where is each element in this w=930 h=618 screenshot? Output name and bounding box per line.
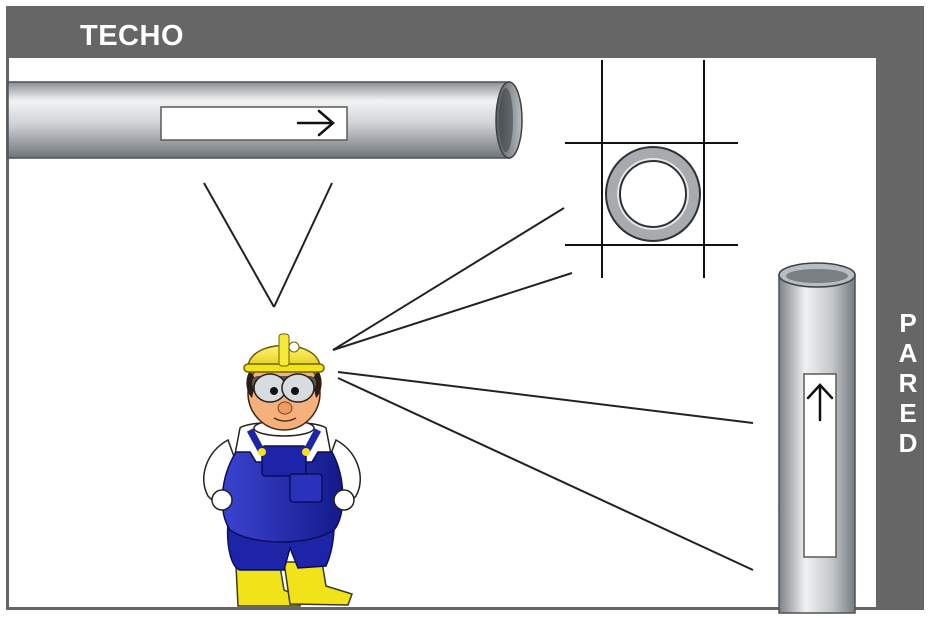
- construction-worker-icon: [203, 333, 361, 607]
- overalls-bib: [261, 445, 307, 477]
- ceiling-band: [6, 6, 924, 58]
- left-hand: [211, 489, 233, 511]
- sight-line-wall-pipe: [337, 371, 754, 571]
- frame-bottom-edge: [6, 607, 924, 610]
- goggles-icon: [252, 373, 316, 403]
- frame-left-edge: [6, 6, 9, 610]
- vertical-pipe: [778, 262, 856, 614]
- sight-line-ceiling-pipe: [203, 182, 333, 308]
- ceiling-label: TECHO: [80, 20, 184, 52]
- right-hand: [333, 489, 355, 511]
- sight-line-cross-section: [332, 207, 573, 351]
- right-boot: [283, 561, 353, 606]
- overalls-pocket: [289, 473, 323, 503]
- horizontal-pipe: [7, 81, 523, 159]
- hard-hat-icon: [243, 333, 325, 373]
- arrow-up-icon: [806, 383, 834, 422]
- pipe-cross-section-icon: [565, 60, 738, 278]
- wall-band: [876, 6, 924, 610]
- wall-label: PARED: [898, 308, 918, 458]
- arrow-right-icon: [296, 109, 335, 137]
